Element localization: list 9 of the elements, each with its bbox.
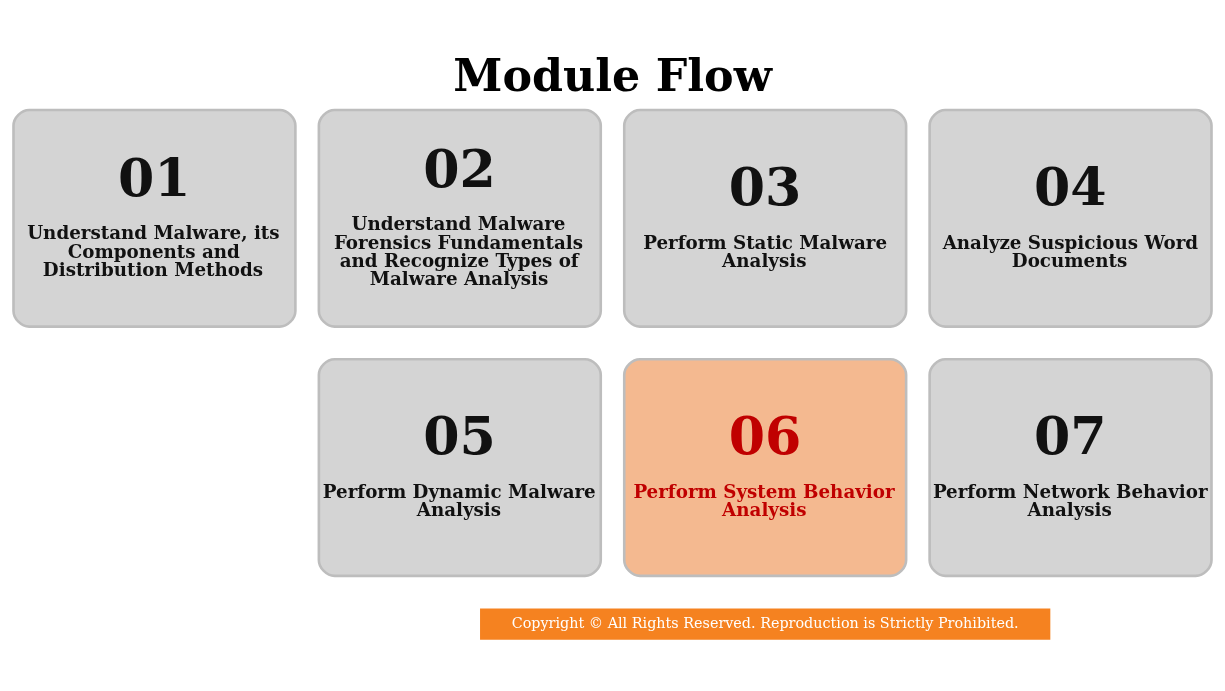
- node-box: 05 Perform Dynamic Malware Analysis: [317, 357, 603, 578]
- node-box: 01 Understand Malware, its Components and Distribution Methods: [12, 108, 297, 328]
- node-box: 06 Perform System Behavior Analysis: [622, 357, 908, 578]
- node-box: 03 Perform Static Malware Analysis: [622, 108, 908, 328]
- node-box: 02 Understand Malware Forensics Fundamentals and Recognize Types of Malware Analysis: [317, 108, 603, 328]
- label: Copyright © All Rights Reserved. Reproduction is Strictly Prohibited.: [511, 614, 1019, 631]
- node-box: 04 Analyze Suspicious Word Documents: [928, 108, 1213, 328]
- diagram-title: Module Flow: [453, 48, 772, 101]
- node-box: 07 Perform Network Behavior Analysis: [928, 357, 1213, 578]
